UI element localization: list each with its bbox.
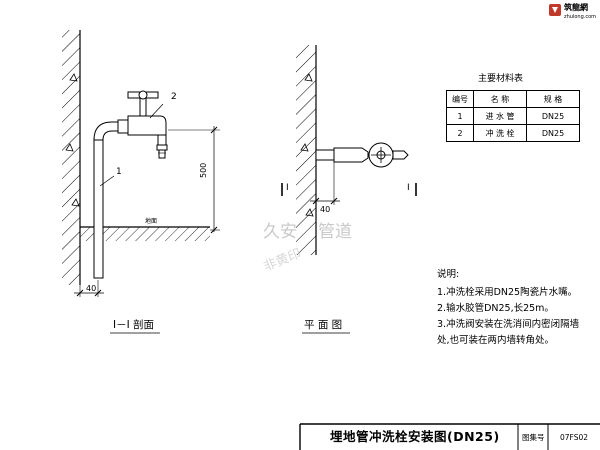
- note-line: 处,也可装在两内墙转角处。: [437, 335, 555, 346]
- section-view: [62, 30, 220, 334]
- callout-2: 2: [171, 92, 177, 102]
- logo-name: 筑龍網: [564, 3, 588, 12]
- note-line: 2.输水胶管DN25,长25m。: [437, 303, 554, 314]
- supply-pipe: [93, 137, 104, 279]
- table-cell: 1: [446, 107, 474, 125]
- wall-hatch: [62, 30, 80, 285]
- plan-dim-40-label: 40: [320, 205, 331, 214]
- dim-500-label: 500: [199, 162, 208, 178]
- ground-slab-hatch: [80, 227, 210, 241]
- note-line: 3.冲洗阀安装在洗消间内密闭隔墙: [437, 319, 580, 330]
- table-header-cell: 名 称: [473, 90, 527, 108]
- table-header-cell: 规 格: [526, 90, 580, 108]
- atlas-label: 图集号: [522, 433, 545, 442]
- watermark-main: 久安: [263, 222, 297, 242]
- section-mark-right: I: [407, 183, 410, 193]
- table-cell: 2: [446, 124, 474, 142]
- notes-heading: 说明:: [437, 269, 460, 280]
- plan-wall-hatch: [296, 45, 316, 255]
- drawing-title: 埋地管冲洗栓安装图(DN25): [330, 429, 500, 444]
- callout-1: 1: [116, 167, 122, 177]
- table-cell: DN25: [526, 124, 580, 142]
- section-mark-left: I: [286, 183, 289, 193]
- section-caption: I－I 剖面: [113, 319, 155, 331]
- plan-view: [281, 45, 417, 334]
- table-header-cell: 编号: [446, 90, 474, 108]
- logo-url: zhulong.com: [564, 14, 597, 20]
- plan-caption: 平 面 图: [304, 319, 343, 331]
- ground-label: 地面: [145, 218, 158, 225]
- table-row: 1 进 水 管 DN25: [446, 107, 580, 125]
- atlas-number: 07FS02: [560, 433, 589, 442]
- plan-valve: [333, 147, 369, 163]
- table-header-row: 编号 名 称 规 格: [446, 90, 580, 108]
- pipe-elbow: [93, 121, 121, 141]
- note-line: 1.冲洗栓采用DN25陶瓷片水嘴。: [437, 287, 578, 298]
- watermark-sub: 管道: [318, 222, 352, 242]
- zhulong-logo-icon: [549, 4, 561, 16]
- title-block-frame: [299, 423, 600, 450]
- valve-body: [127, 115, 167, 136]
- table-row: 2 冲 洗 栓 DN25: [446, 124, 580, 142]
- material-table: 编号 名 称 规 格 1 进 水 管 DN25 2 冲 洗 栓 DN25: [446, 90, 580, 142]
- table-cell: 进 水 管: [473, 107, 527, 125]
- material-table-title: 主要材料表: [478, 74, 524, 84]
- table-cell: 冲 洗 栓: [473, 124, 527, 142]
- table-cell: DN25: [526, 107, 580, 125]
- section-dim-40-label: 40: [86, 284, 97, 293]
